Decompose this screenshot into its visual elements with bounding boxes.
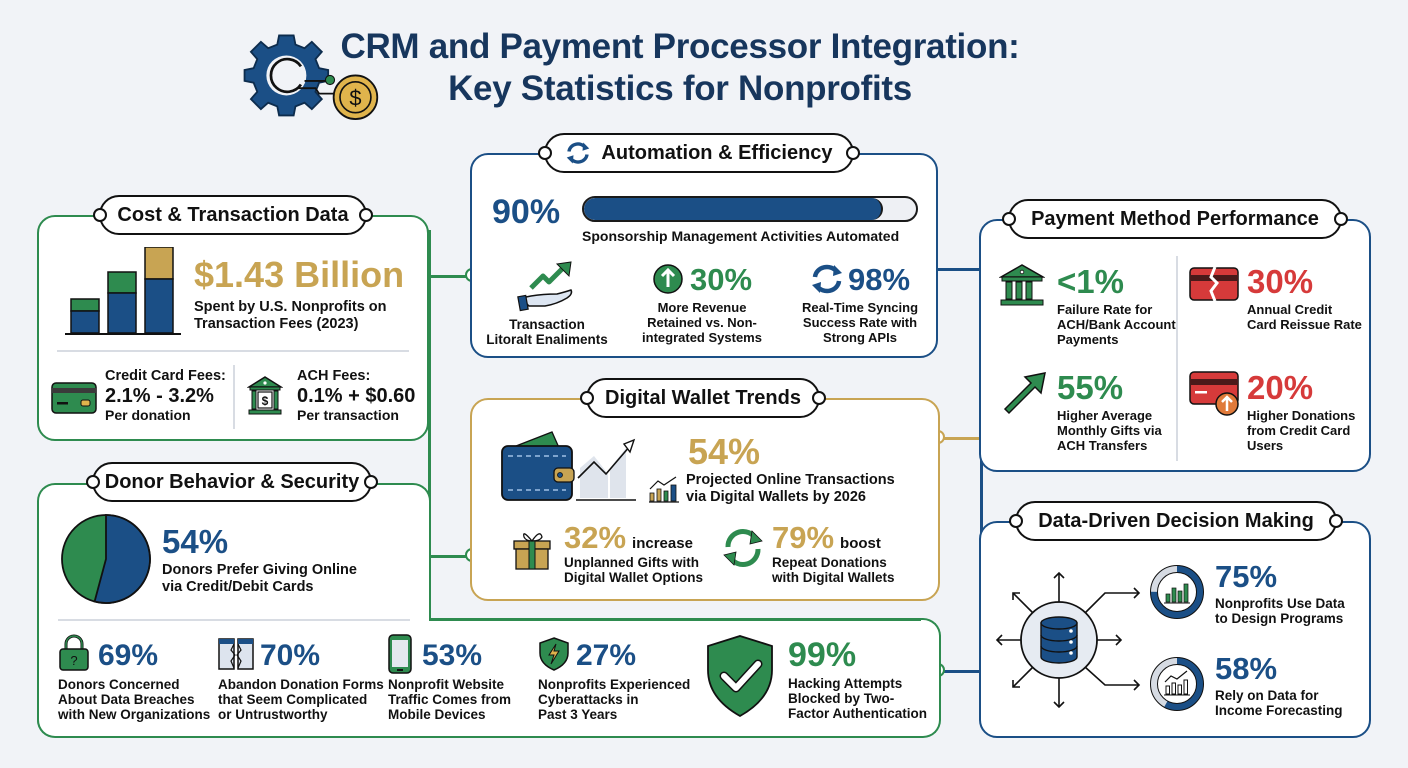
donut-bar-chart-icon bbox=[1150, 565, 1204, 619]
donor-behavior-title: Donor Behavior & Security bbox=[92, 462, 372, 502]
wallet-headline-label: Projected Online Transactions via Digita… bbox=[686, 472, 895, 505]
shield-lightning-icon bbox=[539, 637, 569, 671]
donor-stat-value: 27% bbox=[576, 639, 637, 672]
progress-fill bbox=[584, 198, 883, 220]
payment-stat-card-reissue: 30% Annual Credit Card Reissue Rate bbox=[1247, 263, 1362, 332]
credit-card-fees: Credit Card Fees: 2.1% - 3.2% Per donati… bbox=[105, 368, 226, 423]
donor-headline-value: 54% bbox=[162, 523, 229, 560]
wallet-stat-repeat-donations: 79% boost Repeat Donations with Digital … bbox=[772, 520, 895, 585]
digital-wallet-panel: 54% Projected Online Transactions via Di… bbox=[470, 398, 940, 601]
automation-percent: 90% bbox=[492, 193, 561, 231]
donor-stat-label: Hacking Attempts Blocked by Two- Factor … bbox=[788, 676, 928, 721]
connector-line bbox=[940, 670, 984, 673]
hand-growth-arrow-icon bbox=[517, 261, 573, 312]
data-stat-value: 58% bbox=[1215, 651, 1278, 686]
pie-chart-icon bbox=[61, 514, 151, 604]
donor-stat-value: 70% bbox=[260, 639, 321, 672]
panel-border bbox=[429, 618, 923, 621]
cost-transaction-title: Cost & Transaction Data bbox=[99, 195, 367, 235]
database-hub-icon bbox=[995, 571, 1141, 709]
shield-check-icon bbox=[707, 635, 773, 718]
transaction-fees-label: Spent by U.S. Nonprofits on Transaction … bbox=[194, 299, 387, 332]
donor-stat-value: 99% bbox=[788, 636, 857, 674]
donor-stat-label: Abandon Donation Forms that Seem Complic… bbox=[218, 677, 384, 722]
bank-icon bbox=[999, 264, 1045, 306]
divider bbox=[1176, 256, 1178, 461]
donor-stat-value: 53% bbox=[422, 639, 483, 672]
connector-line bbox=[938, 268, 982, 271]
automation-progress-bar bbox=[582, 196, 918, 222]
data-stat-value: 75% bbox=[1215, 559, 1278, 594]
payment-stat-ach-failure: <1% Failure Rate for ACH/Bank Account Pa… bbox=[1057, 263, 1176, 347]
bank-dollar-icon: $ bbox=[247, 376, 283, 415]
automation-item: 98% Real-Time Syncing Success Rate with … bbox=[801, 261, 919, 346]
connector-line bbox=[428, 555, 472, 558]
sync-icon bbox=[567, 142, 590, 164]
cost-transaction-panel: $1.43 Billion Spent by U.S. Nonprofits o… bbox=[37, 215, 429, 441]
transaction-fees-total: $1.43 Billion bbox=[194, 254, 405, 295]
broken-form-icon bbox=[218, 638, 254, 670]
svg-text:?: ? bbox=[70, 653, 77, 668]
page-title-line1: CRM and Payment Processor Integration: bbox=[340, 27, 1020, 66]
automation-progress-label: Sponsorship Management Activities Automa… bbox=[582, 228, 900, 244]
divider bbox=[233, 365, 235, 429]
svg-text:$: $ bbox=[262, 394, 269, 408]
automation-item: 30% More Revenue Retained vs. Non- integ… bbox=[642, 261, 762, 346]
payment-stat-credit-donations: 20% Higher Donations from Credit Card Us… bbox=[1247, 369, 1356, 453]
donut-trend-chart-icon bbox=[1150, 657, 1204, 711]
card-up-arrow-icon bbox=[1189, 371, 1239, 416]
donor-stat-label: Nonprofits Experienced Cyberattacks in P… bbox=[538, 677, 691, 722]
donor-stat-value: 69% bbox=[98, 639, 159, 672]
wallet-growth-chart-icon bbox=[501, 431, 636, 501]
automation-title: Automation & Efficiency bbox=[544, 133, 854, 173]
gear-dollar-coin-icon: $ bbox=[243, 34, 379, 120]
page-title-line2: Key Statistics for Nonprofits bbox=[448, 69, 912, 108]
smartphone-icon bbox=[388, 634, 412, 674]
wallet-headline-value: 54% bbox=[688, 431, 761, 472]
page-header: $ CRM and Payment Processor Integration:… bbox=[240, 22, 1040, 122]
divider bbox=[57, 350, 409, 352]
data-driven-panel: 75% Nonprofits Use Data to Design Progra… bbox=[979, 521, 1371, 738]
divider bbox=[58, 619, 410, 621]
payment-performance-title: Payment Method Performance bbox=[1008, 199, 1342, 239]
ach-fees: ACH Fees: 0.1% + $0.60 Per transaction bbox=[297, 368, 416, 423]
recycle-arrows-icon bbox=[723, 528, 763, 568]
wallet-stat-unplanned-gifts: 32% increase Unplanned Gifts with Digita… bbox=[564, 520, 704, 585]
donor-stat-label: Nonprofit Website Traffic Comes from Mob… bbox=[388, 677, 512, 722]
sync-icon bbox=[811, 264, 842, 294]
up-right-arrow-icon bbox=[1003, 372, 1046, 415]
payment-performance-panel: <1% Failure Rate for ACH/Bank Account Pa… bbox=[979, 219, 1371, 472]
stacked-bar-chart-icon bbox=[65, 247, 181, 335]
svg-text:$: $ bbox=[349, 85, 361, 110]
data-stat-label: Nonprofits Use Data to Design Programs bbox=[1215, 596, 1345, 626]
credit-card-icon bbox=[51, 382, 97, 414]
automation-panel: 90% Sponsorship Management Activities Au… bbox=[470, 153, 938, 358]
connector-line bbox=[940, 437, 982, 440]
mini-bar-trend-icon bbox=[649, 476, 679, 503]
broken-card-icon bbox=[1189, 267, 1239, 301]
data-stat-label: Rely on Data for Income Forecasting bbox=[1215, 688, 1343, 718]
data-driven-title: Data-Driven Decision Making bbox=[1015, 501, 1337, 541]
donor-headline-label: Donors Prefer Giving Online via Credit/D… bbox=[162, 562, 357, 595]
donor-stat-label: Donors Concerned About Data Breaches wit… bbox=[58, 677, 211, 722]
connector-line bbox=[428, 275, 472, 278]
payment-stat-ach-gifts: 55% Higher Average Monthly Gifts via ACH… bbox=[1057, 369, 1162, 453]
gift-icon bbox=[513, 533, 551, 570]
up-arrow-circle-icon bbox=[653, 264, 683, 294]
digital-wallet-title: Digital Wallet Trends bbox=[586, 378, 820, 418]
connector-line bbox=[428, 230, 431, 625]
padlock-question-icon: ? bbox=[59, 634, 89, 671]
automation-item: Transaction Litoralt Enaliments bbox=[482, 260, 612, 347]
